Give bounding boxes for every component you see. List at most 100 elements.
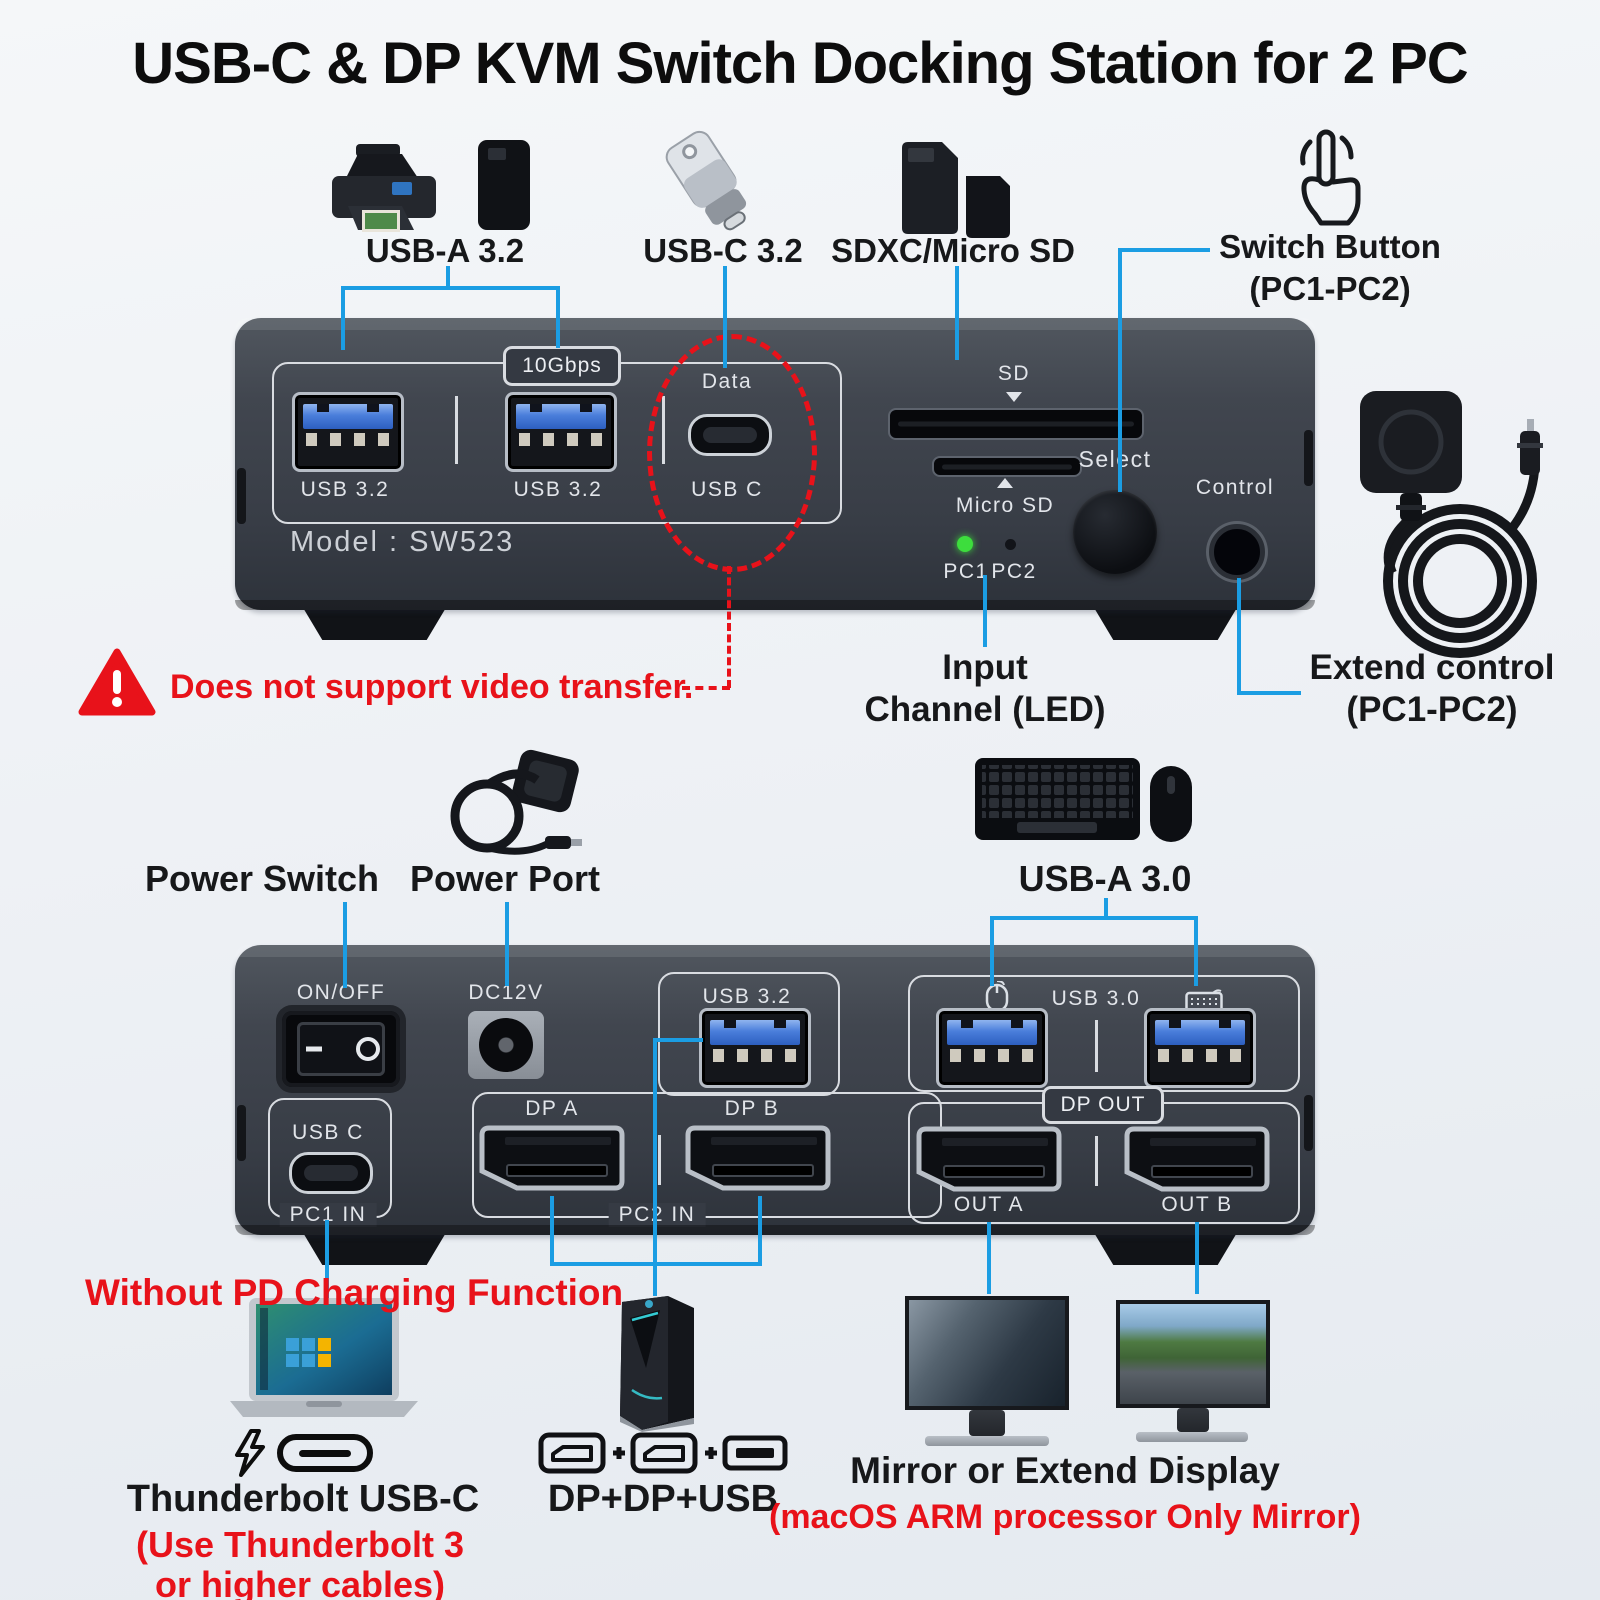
dp-b-label: DP B: [724, 1097, 780, 1120]
dp-in-a-port: [479, 1125, 625, 1191]
usb-pins: [519, 433, 603, 446]
dp-dp-usb-label: DP+DP+USB: [547, 1478, 779, 1520]
monitor-stand: [969, 1410, 1005, 1436]
usb32-label: USB 3.2: [702, 985, 792, 1008]
usb-tongue: [303, 404, 393, 429]
usb-tongue: [1155, 1020, 1245, 1045]
usb-pins: [306, 433, 390, 446]
label-switch-button: Switch Button: [1219, 228, 1441, 265]
sd-arrow-down-icon: [1006, 392, 1022, 402]
power-rocker-switch: [282, 1011, 400, 1087]
connector-line: [758, 1196, 762, 1266]
connector-line: [446, 266, 450, 288]
connector-line: [1194, 916, 1198, 986]
dp-a-label: DP A: [525, 1097, 579, 1120]
select-button-label: Select: [1078, 446, 1152, 472]
connector-line: [723, 266, 727, 368]
connector-line: [556, 286, 560, 348]
usb-pins: [950, 1049, 1034, 1062]
usb-pins: [713, 1049, 797, 1062]
extend-control-label-sub: (PC1-PC2): [1346, 690, 1518, 729]
usb-tongue: [710, 1020, 800, 1045]
device-foot: [302, 606, 447, 640]
connector-line: [983, 575, 987, 647]
kvm-front-view: 10Gbps Data USB 3.2 USB 3.2 USB C SD Mic…: [235, 318, 1315, 610]
rocker-on-mark: [306, 1046, 322, 1052]
port-divider: [1095, 1136, 1098, 1186]
connector-line: [1104, 898, 1108, 918]
usb-pins: [1158, 1049, 1242, 1062]
connector-line: [1237, 691, 1301, 695]
connector-line: [653, 1038, 703, 1042]
red-dashed-line: [682, 686, 730, 690]
no-video-highlight-circle: [647, 334, 817, 572]
connector-line: [1237, 578, 1241, 695]
connector-line: [341, 286, 345, 350]
pc1-led: [957, 536, 973, 552]
dp-in-b-port: [685, 1125, 831, 1191]
dp-out-badge: DP OUT: [1042, 1086, 1164, 1124]
rear-usbc-label: USB C: [292, 1121, 364, 1144]
mirror-extend-note: (macOS ARM processor Only Mirror): [769, 1498, 1361, 1536]
usb32-group-outline: [658, 972, 840, 1096]
connector-line: [325, 1220, 329, 1298]
usb-tongue: [947, 1020, 1037, 1045]
dp-out-b-port: [1124, 1126, 1270, 1192]
micro-sd-slot: [932, 456, 1082, 477]
port-divider: [658, 1135, 661, 1185]
ssd-drive-icon: [478, 140, 530, 230]
label-sdxc-micro-sd: SDXC/Micro SD: [831, 232, 1075, 269]
connector-line: [505, 902, 509, 986]
label-usb-c-32: USB-C 3.2: [643, 232, 803, 269]
out-a-label: OUT A: [953, 1193, 1025, 1216]
connector-line: [990, 916, 1198, 920]
pc2-led-label: PC2: [991, 560, 1037, 583]
extend-control-label: Extend control: [1309, 648, 1555, 687]
mirror-extend-label: Mirror or Extend Display: [850, 1450, 1280, 1491]
thunderbolt-usbc-icon: [235, 1429, 373, 1477]
monitor-base: [1136, 1432, 1248, 1442]
connector-line: [550, 1262, 762, 1266]
monitor-racing-screen: [1116, 1300, 1270, 1408]
thunderbolt-note: (Use Thunderbolt 3: [135, 1524, 465, 1565]
mouse-icon: [1150, 766, 1192, 842]
label-usb-a-30: USB-A 3.0: [1018, 858, 1192, 899]
control-jack-label: Control: [1195, 476, 1275, 499]
usb-tongue: [516, 404, 606, 429]
speed-badge: 10Gbps: [503, 346, 621, 386]
red-dashed-line: [727, 566, 731, 688]
page-title: USB-C & DP KVM Switch Docking Station fo…: [132, 31, 1468, 96]
connector-line: [1195, 1222, 1199, 1294]
micro-sd-slot-label: Micro SD: [955, 494, 1055, 517]
vent-notch: [1304, 430, 1313, 486]
control-jack: [1209, 524, 1265, 580]
connector-line: [955, 266, 959, 360]
usb-a-port: [1144, 1008, 1256, 1088]
tower-pc-icon: [620, 1296, 694, 1432]
pc2-in-label: PC2 IN: [608, 1203, 706, 1227]
usb-c-flash-drive-icon: [665, 130, 747, 231]
vent-notch: [237, 1105, 246, 1161]
sd-card-icon: [902, 142, 1010, 238]
monitor-base: [925, 1436, 1049, 1446]
vent-notch: [1304, 1095, 1313, 1151]
label-power-switch: Power Switch: [144, 858, 380, 899]
usb-a-port: [505, 392, 617, 472]
wired-remote-icon: [1360, 391, 1543, 658]
usb-a-port: [936, 1008, 1048, 1088]
model-text: Model : SW523: [290, 526, 515, 558]
tap-hand-icon: [1300, 129, 1361, 226]
connector-line: [990, 916, 994, 986]
pc1-led-label: PC1: [943, 560, 989, 583]
power-adapter-icon: [450, 749, 582, 855]
out-b-label: OUT B: [1161, 1193, 1233, 1216]
dp-dp-usb-icons: [538, 1432, 788, 1474]
label-usb-a-32: USB-A 3.2: [365, 232, 525, 269]
printer-icon: [332, 144, 436, 232]
rocker-off-mark: [356, 1037, 380, 1061]
thunderbolt-label: Thunderbolt USB-C: [126, 1478, 480, 1520]
usb-port-label: USB 3.2: [513, 478, 603, 501]
label-power-port: Power Port: [409, 858, 601, 899]
connector-line: [987, 1222, 991, 1294]
